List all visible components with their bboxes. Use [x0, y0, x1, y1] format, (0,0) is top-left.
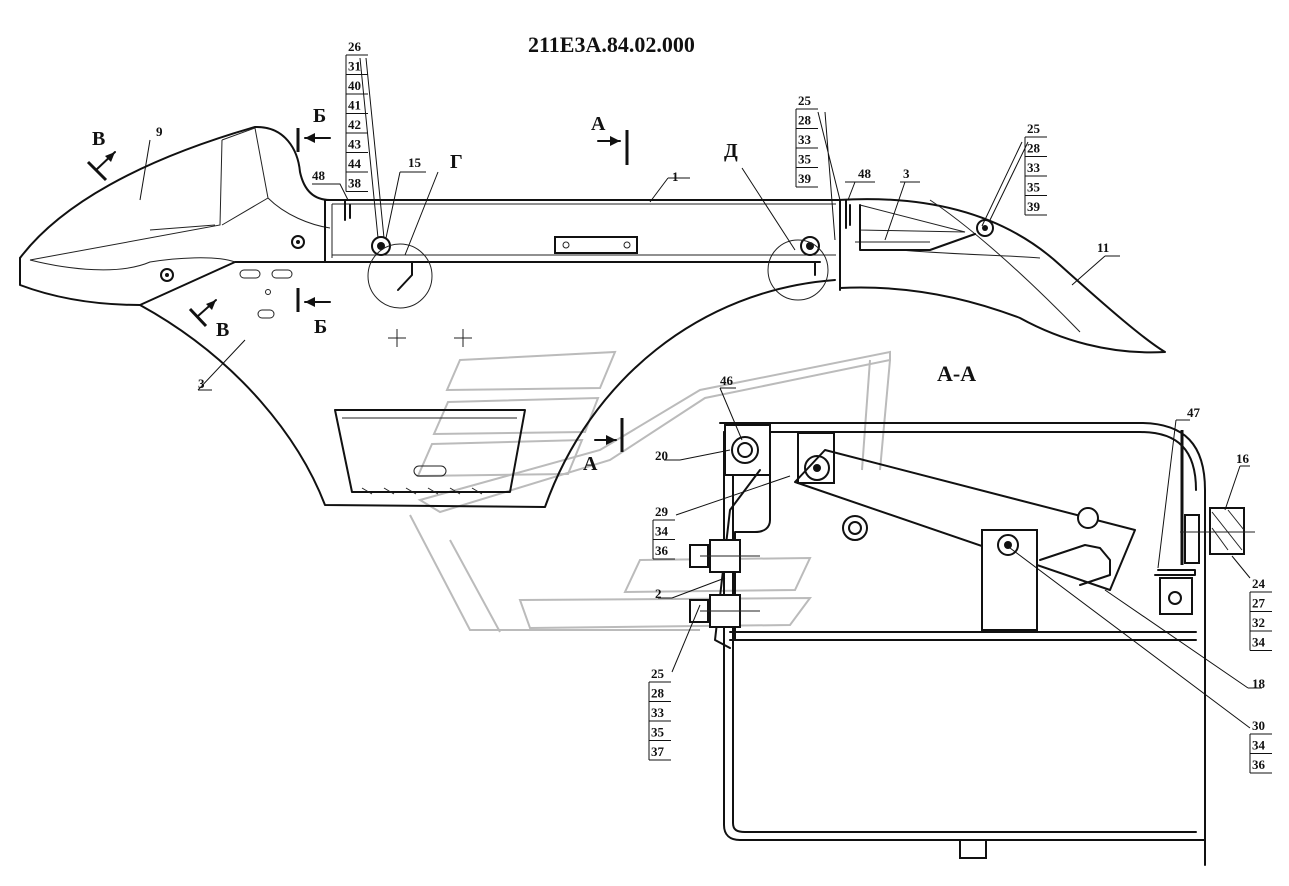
- label-b-bottom: Б: [314, 316, 327, 338]
- stack-top-left-item: 42: [348, 117, 361, 132]
- stack-top-left-item: 44: [348, 156, 362, 171]
- stack-right-24-item: 34: [1252, 635, 1266, 650]
- stack-top-left-item: 26: [348, 39, 362, 54]
- stack-left-29-item: 34: [655, 524, 669, 539]
- stack-bottom-left-item: 33: [651, 705, 665, 720]
- mudguard-left-panel: [19, 125, 851, 508]
- part-number-p48b: 48: [858, 166, 872, 181]
- label-g: Г: [450, 151, 463, 173]
- stack-top-right-item: 39: [1027, 199, 1041, 214]
- stack-top-left-item: 40: [348, 78, 361, 93]
- stack-top-mid-item: 33: [798, 132, 812, 147]
- part-number-p11: 11: [1097, 240, 1109, 255]
- stack-top-right-item: 25: [1027, 121, 1041, 136]
- callout-numbers: 2631404142434438252833353925283335392528…: [156, 39, 1272, 774]
- stack-top-mid-item: 25: [798, 93, 812, 108]
- stack-right-30-item: 30: [1252, 718, 1265, 733]
- part-number-p48a: 48: [312, 168, 326, 183]
- label-b-top: Б: [313, 105, 326, 127]
- leader-lines: [139, 57, 1262, 729]
- section-letters: А А Б Б В В Г Д А-А: [92, 105, 976, 475]
- stack-top-mid-item: 39: [798, 171, 812, 186]
- part-number-p3a: 3: [903, 166, 910, 181]
- stack-bottom-left-item: 28: [651, 686, 665, 701]
- mudguard-rear-panel: [837, 198, 1166, 354]
- stack-right-24-item: 24: [1252, 576, 1266, 591]
- rail-plate: [554, 236, 638, 254]
- stack-top-left-item: 38: [348, 176, 362, 191]
- label-aa-heading: А-А: [937, 361, 976, 386]
- label-v-top: В: [92, 128, 105, 150]
- label-a-bottom: А: [583, 453, 598, 475]
- part-number-p9: 9: [156, 124, 163, 139]
- label-a-top: А: [591, 113, 606, 135]
- stack-top-mid-item: 35: [798, 152, 812, 167]
- stack-right-30-item: 34: [1252, 738, 1266, 753]
- stack-bottom-left-item: 35: [651, 725, 665, 740]
- part-number-p16: 16: [1236, 451, 1250, 466]
- stack-top-left-item: 43: [348, 137, 362, 152]
- stack-top-left-item: 41: [348, 98, 361, 113]
- stack-top-left-item: 31: [348, 59, 361, 74]
- part-number-p2: 2: [655, 586, 662, 601]
- stack-top-right-item: 28: [1027, 141, 1041, 156]
- section-aa-view: [689, 422, 1255, 866]
- part-number-p20: 20: [655, 448, 668, 463]
- stack-left-29-item: 29: [655, 504, 669, 519]
- stack-right-24-item: 32: [1252, 615, 1265, 630]
- stack-top-right-item: 33: [1027, 160, 1041, 175]
- part-number-p15: 15: [408, 155, 422, 170]
- part-number-p47: 47: [1187, 405, 1201, 420]
- stack-right-30-item: 36: [1252, 757, 1266, 772]
- section-markers: [86, 128, 629, 452]
- drawing-title: 211Е3А.84.02.000: [528, 32, 695, 57]
- part-number-p3b: 3: [198, 376, 205, 391]
- stack-top-mid-item: 28: [798, 113, 812, 128]
- part-number-p1: 1: [672, 169, 679, 184]
- stack-bottom-left-item: 25: [651, 666, 665, 681]
- part-number-p18: 18: [1252, 676, 1266, 691]
- label-v-bottom: В: [216, 319, 229, 341]
- stack-left-29-item: 36: [655, 543, 669, 558]
- part-number-p46: 46: [720, 373, 734, 388]
- label-d: Д: [724, 140, 738, 162]
- stack-right-24-item: 27: [1252, 596, 1266, 611]
- stack-top-right-item: 35: [1027, 180, 1041, 195]
- stack-bottom-left-item: 37: [651, 744, 665, 759]
